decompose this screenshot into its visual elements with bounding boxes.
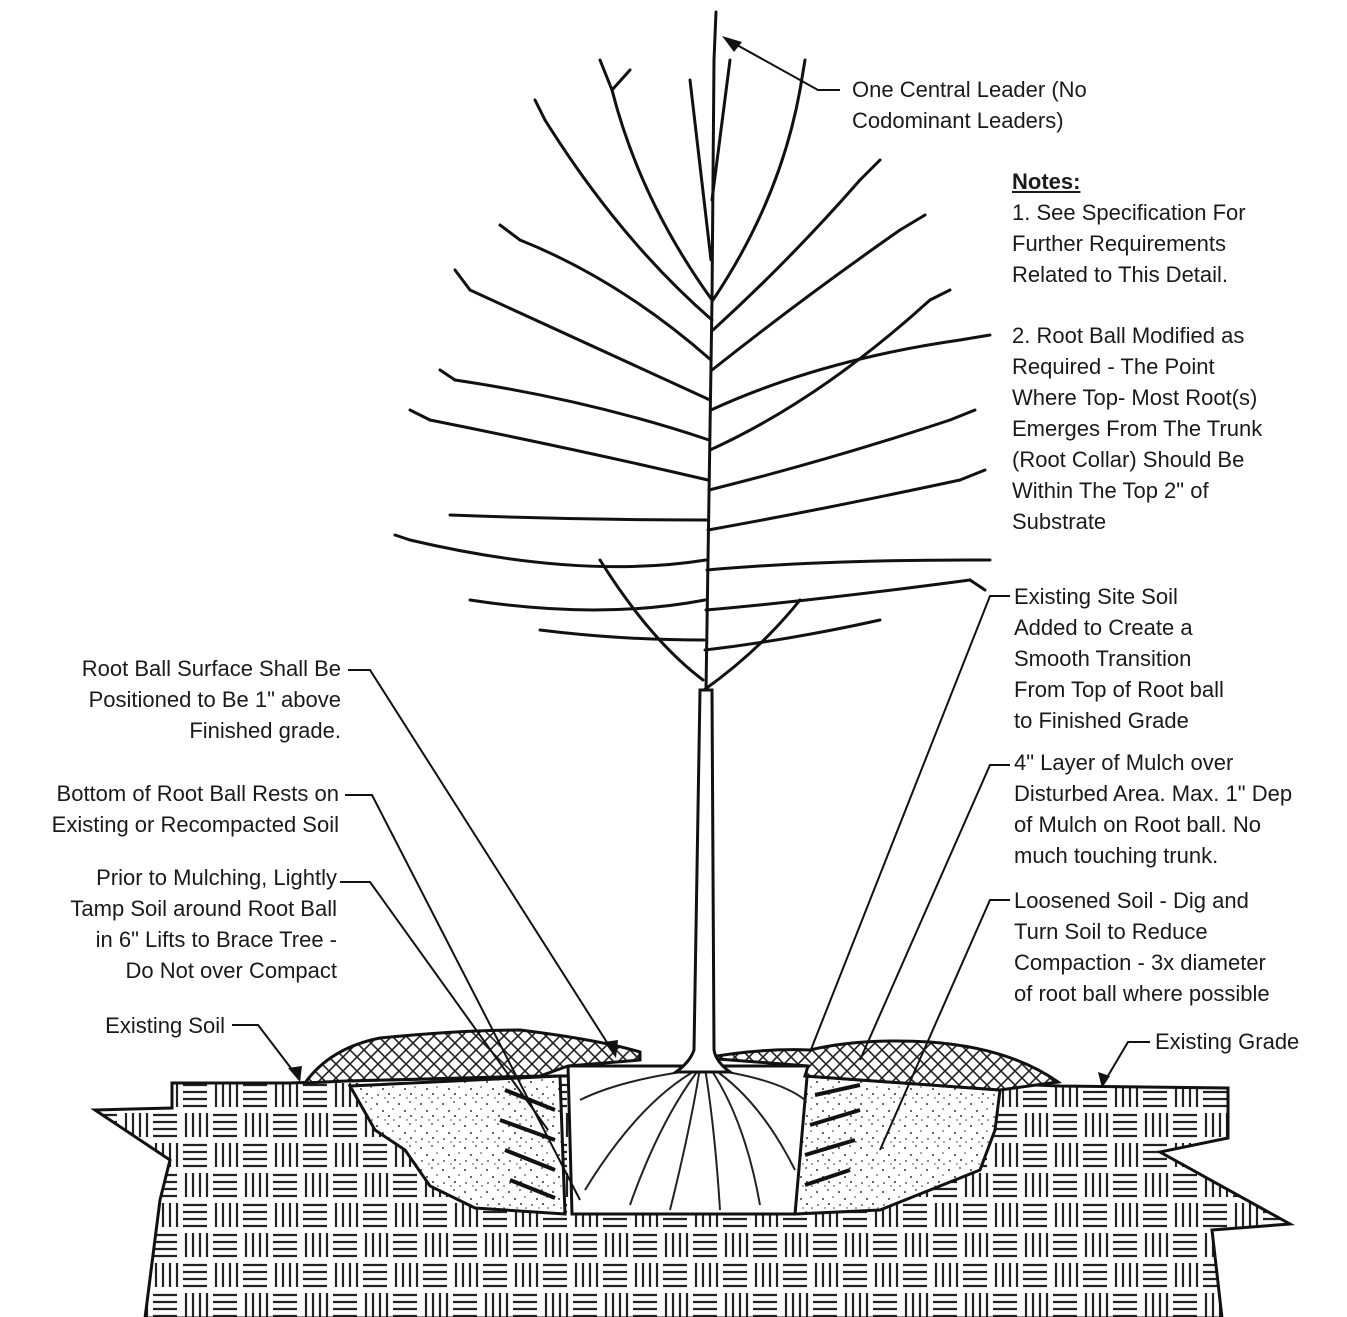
note-2-line: 2. Root Ball Modified as: [1012, 320, 1262, 351]
label-existing-soil: Existing Soil: [105, 1010, 225, 1041]
root-ball: [568, 1066, 808, 1214]
label-existing-grade: Existing Grade: [1155, 1026, 1299, 1057]
note-1-line: Further Requirements: [1012, 228, 1262, 259]
label-bottom-root-ball: Bottom of Root Ball Rests on Existing or…: [52, 778, 339, 840]
label-prior-to-mulching: Prior to Mulching, Lightly Tamp Soil aro…: [70, 862, 337, 986]
notes-block: Notes: 1. See Specification For Further …: [1012, 166, 1262, 537]
label-loosened-soil: Loosened Soil - Dig and Turn Soil to Red…: [1014, 885, 1270, 1009]
note-2-line: Substrate: [1012, 506, 1262, 537]
label-central-leader: One Central Leader (No Codominant Leader…: [852, 74, 1087, 136]
note-2-line: Within The Top 2" of: [1012, 475, 1262, 506]
note-2-line: Required - The Point: [1012, 351, 1262, 382]
trunk: [676, 690, 730, 1072]
label-mulch-layer: 4" Layer of Mulch over Disturbed Area. M…: [1014, 747, 1292, 871]
note-2-line: Emerges From The Trunk: [1012, 413, 1262, 444]
notes-title: Notes:: [1012, 166, 1262, 197]
note-1-line: Related to This Detail.: [1012, 259, 1262, 290]
note-1-line: 1. See Specification For: [1012, 197, 1262, 228]
note-2-line: (Root Collar) Should Be: [1012, 444, 1262, 475]
label-root-ball-surface: Root Ball Surface Shall Be Positioned to…: [82, 653, 341, 746]
label-existing-site-soil: Existing Site Soil Added to Create a Smo…: [1014, 581, 1224, 736]
note-2-line: Where Top- Most Root(s): [1012, 382, 1262, 413]
